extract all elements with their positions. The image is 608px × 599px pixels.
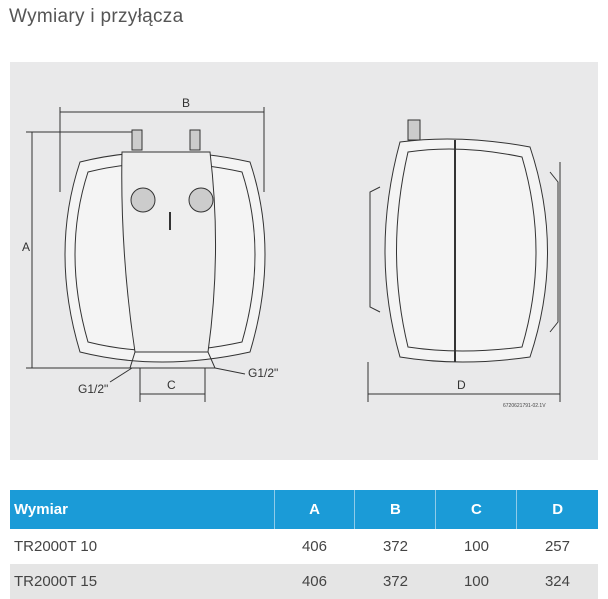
table-cell: 257 xyxy=(544,538,570,555)
dimension-c-label: C xyxy=(167,378,176,392)
table-cell: TR2000T 10 xyxy=(14,538,98,555)
header-cell: C xyxy=(435,490,517,529)
table-cell: 100 xyxy=(463,538,489,555)
table-row: TR2000T 10 406 372 100 257 xyxy=(10,529,598,564)
water-heater-drawing xyxy=(26,107,561,402)
table-cell: 324 xyxy=(516,564,598,599)
table-cell: 372 xyxy=(354,564,436,599)
table-row: TR2000T 15 406 372 100 324 xyxy=(10,564,598,599)
header-cell: Wymiar xyxy=(10,490,274,529)
drawing-code: 6720621791-02.1V xyxy=(503,403,546,409)
table-cell: 100 xyxy=(435,564,517,599)
table-cell: 406 xyxy=(301,538,327,555)
connection-left-label: G1/2" xyxy=(78,382,109,396)
table-cell: 372 xyxy=(382,538,408,555)
table-header-row: Wymiar A B C D xyxy=(10,490,598,529)
table-cell: TR2000T 15 xyxy=(10,564,274,599)
dimension-diagram: B A C D G1/2" G1/2" 6720621791-02.1V xyxy=(10,62,598,460)
dimension-a-label: A xyxy=(22,240,31,254)
connection-right-label: G1/2" xyxy=(248,366,279,380)
header-cell: D xyxy=(516,490,598,529)
dimension-b-label: B xyxy=(182,96,191,110)
page-title: Wymiary i przyłącza xyxy=(9,6,184,27)
table-cell: 406 xyxy=(274,564,355,599)
dimension-d-label: D xyxy=(457,378,466,392)
dimensions-table: Wymiar A B C D TR2000T 10 406 372 100 25… xyxy=(10,490,598,599)
header-cell: A xyxy=(273,490,355,529)
header-cell: B xyxy=(354,490,436,529)
